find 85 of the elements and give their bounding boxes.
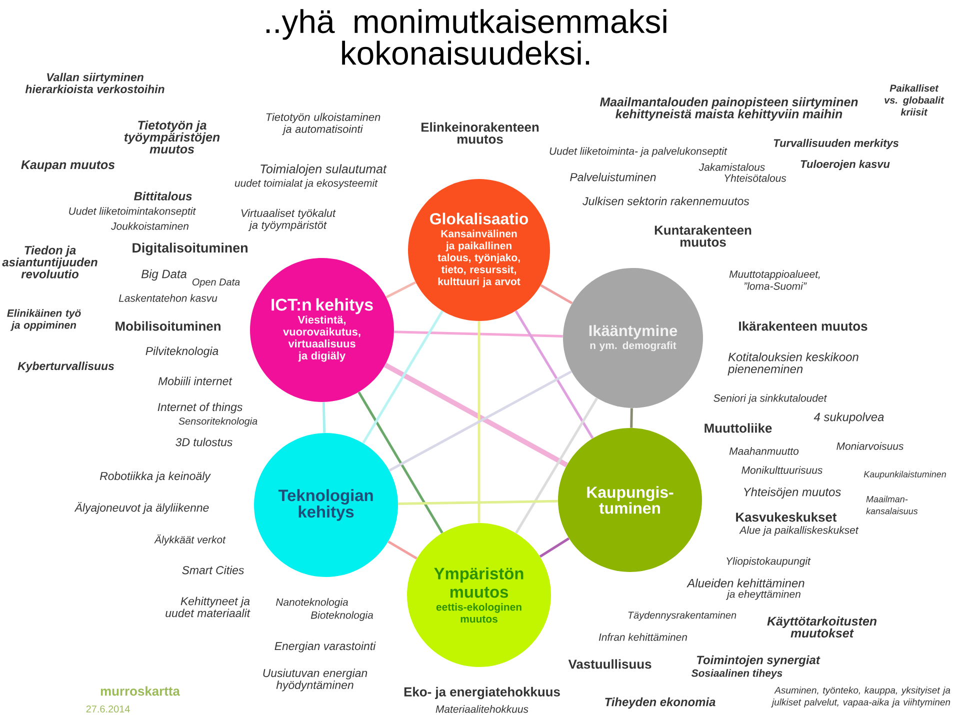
trend-label: Pilviteknologia: [146, 346, 218, 358]
trend-label: Palveluistuminen: [570, 172, 656, 182]
trend-label: Big Data: [141, 269, 186, 281]
trend-label: Asuminen, työnteko, kauppa, yksityiset ja julkiset palvelut, vapaa-aika ja viihtyminen: [770, 686, 950, 708]
trend-label: Sosiaalinen tiheys: [692, 669, 782, 679]
trend-label: Älykkäät verkot: [154, 534, 226, 546]
trend-label: Tietotyön ja työympäristöjen muutos: [124, 120, 220, 154]
trend-label: Täydennysrakentaminen: [628, 611, 736, 621]
connector-line: [540, 284, 573, 304]
connector-line: [358, 391, 444, 534]
trend-label: Seniori ja sinkkutaloudet: [714, 394, 828, 404]
connector-line: [630, 408, 633, 428]
trend-label: uudet toimialat ja ekosysteemit: [234, 179, 378, 189]
trend-label: Robotiikka ja keinoäly: [100, 472, 211, 482]
map-caption: murroskartta: [100, 686, 180, 696]
date-label: 27.6.2014: [86, 705, 130, 713]
trend-label: Uudet liiketoimintakonseptit: [69, 207, 196, 217]
trend-label: Kyberturvallisuus: [18, 362, 114, 372]
trend-label: Maailmantalouden painopisteen siirtyminen kehittyneistä maista kehittyviin maihin: [600, 97, 858, 121]
trend-label: Virtuaaliset työkalut ja työympäristöt: [241, 208, 336, 232]
trend-label: Kaupunkilaistuminen: [864, 470, 946, 480]
trend-label: Materiaalitehokkuus: [436, 705, 528, 713]
trend-label: Tiedon ja asiantuntijuuden revoluutio: [2, 246, 98, 278]
trend-label: Maailman- kansalaisuus: [866, 496, 918, 514]
trend-label: Elinikäinen työ ja oppiminen: [7, 309, 81, 331]
trend-label: Alue ja paikalliskeskukset: [739, 526, 859, 536]
connector-line: [362, 310, 444, 444]
topic-heading: Kasvukeskukset: [736, 512, 837, 522]
trend-label: Nanoteknologia: [276, 598, 348, 608]
trend-label: Mobiili internet: [158, 376, 232, 386]
trend-label: Moniarvoisuus: [836, 442, 904, 450]
trend-label: Toimialojen sulautumat: [260, 164, 387, 176]
trend-label: Kehittyneet ja uudet materiaalit: [166, 596, 250, 618]
trend-label: Jakamistalous: [698, 163, 765, 171]
topic-heading: Kuntarakenteen muutos: [654, 225, 752, 247]
trend-label: Joukkoistaminen: [111, 222, 188, 230]
topic-heading: Vastuullisuus: [568, 659, 652, 669]
connector-line: [515, 398, 598, 534]
trend-label: Energian varastointi: [274, 642, 376, 652]
trend-label: Yhteisöjen muutos: [744, 487, 841, 499]
trend-label: Yliopistokaupungit: [726, 557, 811, 567]
trend-label: Kaupan muutos: [21, 160, 115, 172]
trend-label: Bioteknologia: [310, 611, 374, 621]
trend-label: Julkisen sektorin rakennemuutos: [582, 196, 750, 206]
trend-label: Käyttötarkoitusten muutokset: [767, 616, 876, 638]
trend-label: Maahanmuutto: [729, 447, 799, 455]
title: ..yhä monimutkaisemmaksi kokonaisuudeksi.: [266, 9, 666, 65]
trend-label: Infran kehittäminen: [598, 633, 687, 641]
trend-label: Älyajoneuvot ja älyliikenne: [74, 502, 209, 514]
trend-label: Toimintojen synergiat: [696, 655, 820, 667]
topic-heading: Muuttoliike: [704, 423, 772, 433]
trend-label: Tuloerojen kasvu: [800, 160, 890, 170]
topic-heading: Ikärakenteen muutos: [739, 321, 868, 331]
connector-line: [394, 330, 563, 338]
trend-label: Sensoriteknologia: [178, 417, 258, 427]
trend-label: 4 sukupolvea: [814, 412, 884, 424]
trend-label: Laskentatehon kasvu: [118, 294, 218, 302]
connector-line: [388, 540, 418, 560]
connector-line: [514, 310, 594, 439]
topic-heading: Elinkeinorakenteen muutos: [421, 122, 539, 144]
connector-line: [539, 537, 570, 558]
trend-label: Muuttotappioalueet, ”loma-Suomi”: [729, 270, 820, 290]
connector-line: [322, 402, 326, 433]
trend-label: Uusiutuvan energian hyödyntäminen: [263, 668, 368, 692]
trend-label: Open Data: [192, 278, 240, 288]
trend-label: ja eheyttäminen: [726, 590, 800, 600]
topic-heading: Eko- ja energiatehokkuus: [404, 686, 560, 700]
trend-label: Internet of things: [158, 402, 242, 414]
trend-label: Tiheyden ekonomia: [605, 697, 716, 709]
trend-label: Alueiden kehittäminen: [686, 578, 804, 588]
trend-label: Uudet liiketoiminta- ja palvelukonseptit: [550, 147, 728, 157]
trend-label: Paikalliset vs. globaalit kriisit: [884, 84, 944, 116]
trend-label: Vallan siirtyminen hierarkioista verkostoihin: [25, 72, 164, 94]
topic-heading: Digitalisoituminen: [132, 242, 248, 256]
connector-line: [478, 321, 480, 523]
trend-label: Monikulttuurisuus: [742, 466, 822, 474]
trend-label: Yhteisötalous: [724, 174, 786, 182]
trend-label: Bittitalous: [134, 192, 192, 200]
trend-label: 3D tulostus: [176, 438, 232, 446]
topic-heading: Mobilisoituminen: [116, 321, 220, 331]
trend-label: Turvallisuuden merkitys: [774, 138, 899, 150]
connector-line: [386, 281, 416, 298]
trend-label: Tietotyön ulkoistaminen ja automatisointi: [266, 112, 380, 136]
connector-line: [398, 500, 558, 506]
trend-label: Kotitalouksien keskikoon pieneneminen: [728, 352, 858, 376]
